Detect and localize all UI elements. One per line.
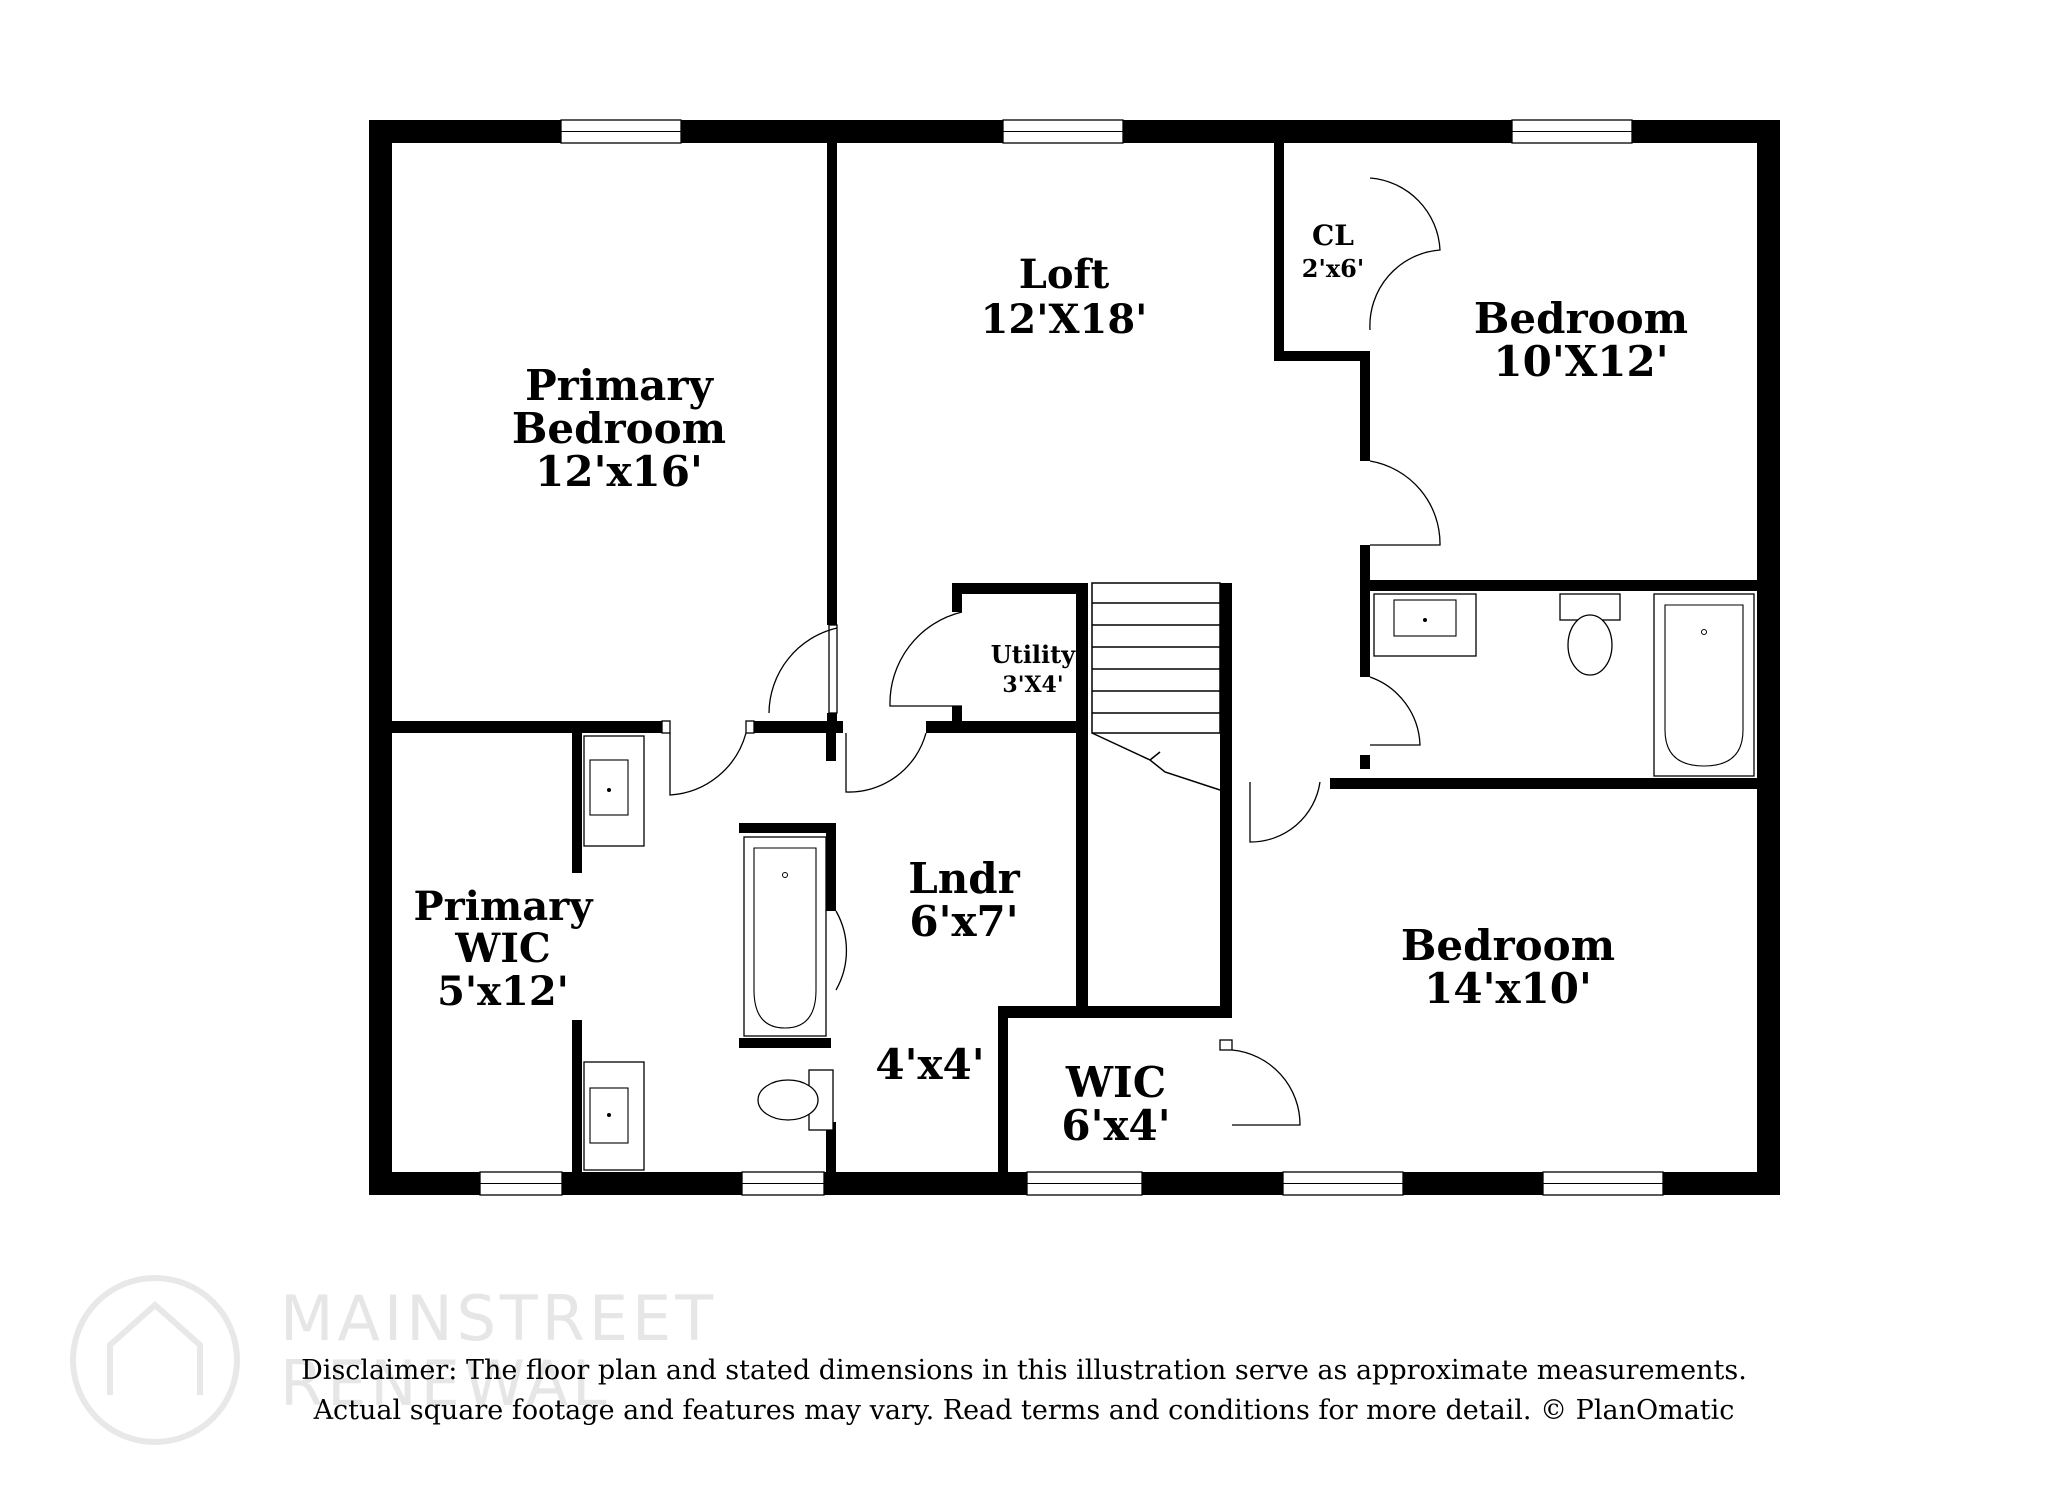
primary-bedroom-name-1: Primary [525, 361, 714, 410]
window [741, 1171, 825, 1196]
wic-name: WIC [1065, 1058, 1166, 1107]
window [1026, 1171, 1143, 1196]
closet-dims: 2'x6' [1302, 254, 1364, 283]
bathtub [743, 836, 827, 1037]
sink [583, 735, 645, 847]
watermark-line1: MAINSTREET [280, 1282, 717, 1355]
loft-dims: 12'X18' [981, 296, 1148, 343]
bedroom-top-name: Bedroom [1474, 294, 1688, 343]
sink [1373, 593, 1477, 657]
bedroom-bottom-name: Bedroom [1401, 921, 1615, 970]
room-labels: Loft 12'X18' Primary Bedroom 12'x16' CL … [414, 219, 1689, 1150]
doors [661, 177, 1441, 1126]
disclaimer-line-1: Disclaimer: The floor plan and stated di… [301, 1355, 1747, 1386]
window [560, 119, 682, 144]
laundry-name: Lndr [908, 854, 1020, 903]
wic-dims: 6'x4' [1061, 1101, 1170, 1150]
windows [479, 119, 1664, 1196]
bathtub [1653, 593, 1755, 777]
primary-bedroom-dims: 12'x16' [535, 447, 703, 496]
window [1511, 119, 1633, 144]
bedroom-bottom-dims: 14'x10' [1424, 964, 1592, 1013]
primary-bedroom-name-2: Bedroom [512, 404, 726, 453]
toilet [1559, 593, 1621, 676]
utility-name: Utility [991, 640, 1076, 669]
fixtures [583, 593, 1755, 1171]
watermark-line2: RENEWAL [280, 1347, 611, 1420]
staircase [1091, 582, 1221, 791]
toilet [757, 1069, 834, 1131]
disclaimer-line-2: Actual square footage and features may v… [313, 1395, 1735, 1426]
primary-wic-name-1: Primary [414, 883, 595, 930]
bedroom-top-dims: 10'X12' [1493, 337, 1668, 386]
window [1002, 119, 1124, 144]
window [479, 1171, 563, 1196]
interior-walls [392, 143, 1757, 1172]
utility-dims: 3'X4' [1002, 672, 1063, 698]
primary-wic-name-2: WIC [454, 925, 550, 972]
small-room-dims: 4'x4' [875, 1040, 984, 1089]
window [1542, 1171, 1664, 1196]
primary-wic-dims: 5'x12' [437, 968, 569, 1015]
watermark-logo: MAINSTREET RENEWAL [70, 1275, 717, 1445]
laundry-dims: 6'x7' [909, 897, 1018, 946]
sink [583, 1061, 645, 1171]
closet-name: CL [1312, 219, 1354, 252]
window [1282, 1171, 1404, 1196]
loft-name: Loft [1019, 251, 1110, 298]
